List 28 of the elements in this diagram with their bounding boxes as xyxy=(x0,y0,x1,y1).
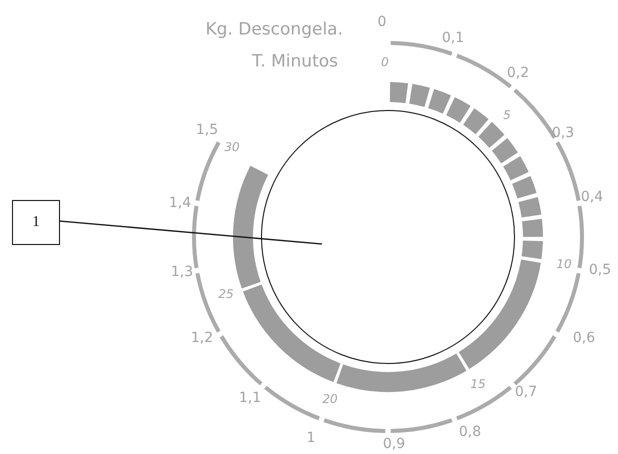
weight-scale-number: 0,4 xyxy=(580,190,604,204)
weight-scale-number: 1,4 xyxy=(168,196,192,210)
minute-scale-number: 10 xyxy=(556,258,572,270)
weight-scale-number: 0,7 xyxy=(514,385,538,399)
minute-scale-number: 0 xyxy=(381,56,389,68)
scale-title: T. Minutos xyxy=(252,54,338,70)
callout-box: 1 xyxy=(12,200,60,245)
weight-scale-number: 1,3 xyxy=(170,265,194,279)
minute-scale-number: 15 xyxy=(470,378,486,390)
minute-scale-number: 20 xyxy=(322,393,338,405)
dial-circle xyxy=(261,110,515,364)
minute-scale-number: 30 xyxy=(224,141,240,153)
weight-scale-number: 0 xyxy=(378,15,386,29)
weight-scale-number: 1,2 xyxy=(190,331,214,345)
weight-scale-number: 1 xyxy=(306,431,316,445)
weight-scale-number: 0,3 xyxy=(552,126,574,140)
scale-title: Kg. Descongela. xyxy=(206,22,343,38)
minute-scale-number: 5 xyxy=(503,109,511,121)
weight-scale-number: 0,9 xyxy=(382,437,406,451)
weight-scale-number: 1,1 xyxy=(238,391,262,405)
weight-scale-number: 0,5 xyxy=(588,263,612,277)
weight-scale-number: 0,1 xyxy=(442,31,464,45)
leader-line xyxy=(58,220,322,245)
weight-scale-number: 0,8 xyxy=(458,425,482,439)
weight-scale-number: 0,2 xyxy=(506,66,530,80)
weight-scale-number: 0,6 xyxy=(572,331,596,345)
weight-scale-number: 1,5 xyxy=(196,123,218,137)
minute-scale-number: 25 xyxy=(218,288,234,300)
